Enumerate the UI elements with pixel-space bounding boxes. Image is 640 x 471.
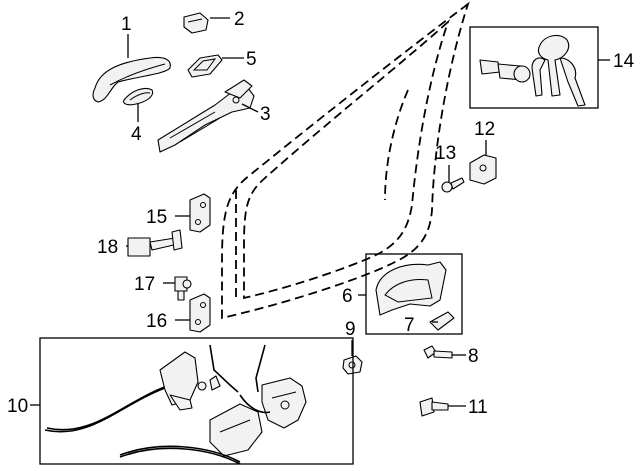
outside-handle <box>92 56 171 103</box>
lock-screw <box>419 397 449 417</box>
inside-handle-box <box>365 253 463 335</box>
callout-3: 3 <box>260 104 271 125</box>
callout-18: 18 <box>97 237 118 258</box>
lock-assembly-box <box>39 337 354 465</box>
callout-labels: 1 2 3 4 5 6 7 8 9 10 11 12 13 14 15 16 1… <box>7 9 635 418</box>
callout-15: 15 <box>146 207 167 228</box>
callout-16: 16 <box>146 311 167 332</box>
callout-1: 1 <box>121 14 132 35</box>
callout-10: 10 <box>7 396 28 417</box>
upper-hinge <box>189 193 211 233</box>
handle-cap <box>183 12 209 34</box>
callout-13: 13 <box>435 143 456 164</box>
callout-12: 12 <box>474 119 495 140</box>
handle-screw <box>423 345 453 359</box>
handle-frame <box>157 79 255 153</box>
callout-7: 7 <box>404 315 415 336</box>
callout-17: 17 <box>134 274 155 295</box>
callout-6: 6 <box>342 286 353 307</box>
door-check <box>127 229 183 257</box>
handle-gasket <box>123 87 154 106</box>
callout-2: 2 <box>234 9 245 30</box>
hinge-bolt <box>174 276 192 301</box>
lock-assembly <box>44 344 307 465</box>
leader-lines <box>30 17 610 407</box>
lock-cylinder-box <box>469 26 599 109</box>
frame-gasket <box>187 54 223 78</box>
lower-hinge <box>189 293 211 333</box>
striker-screw <box>441 177 465 193</box>
callout-9: 9 <box>345 319 356 340</box>
callout-14: 14 <box>613 51 635 72</box>
callout-8: 8 <box>468 346 479 367</box>
door-outline <box>221 1 470 320</box>
callout-4: 4 <box>131 124 142 145</box>
lock-cylinder-and-keys <box>479 34 586 107</box>
callout-5: 5 <box>246 49 257 70</box>
callout-11: 11 <box>468 397 488 418</box>
inside-handle <box>375 261 447 316</box>
striker <box>469 154 497 185</box>
inside-handle-cap <box>429 311 455 331</box>
